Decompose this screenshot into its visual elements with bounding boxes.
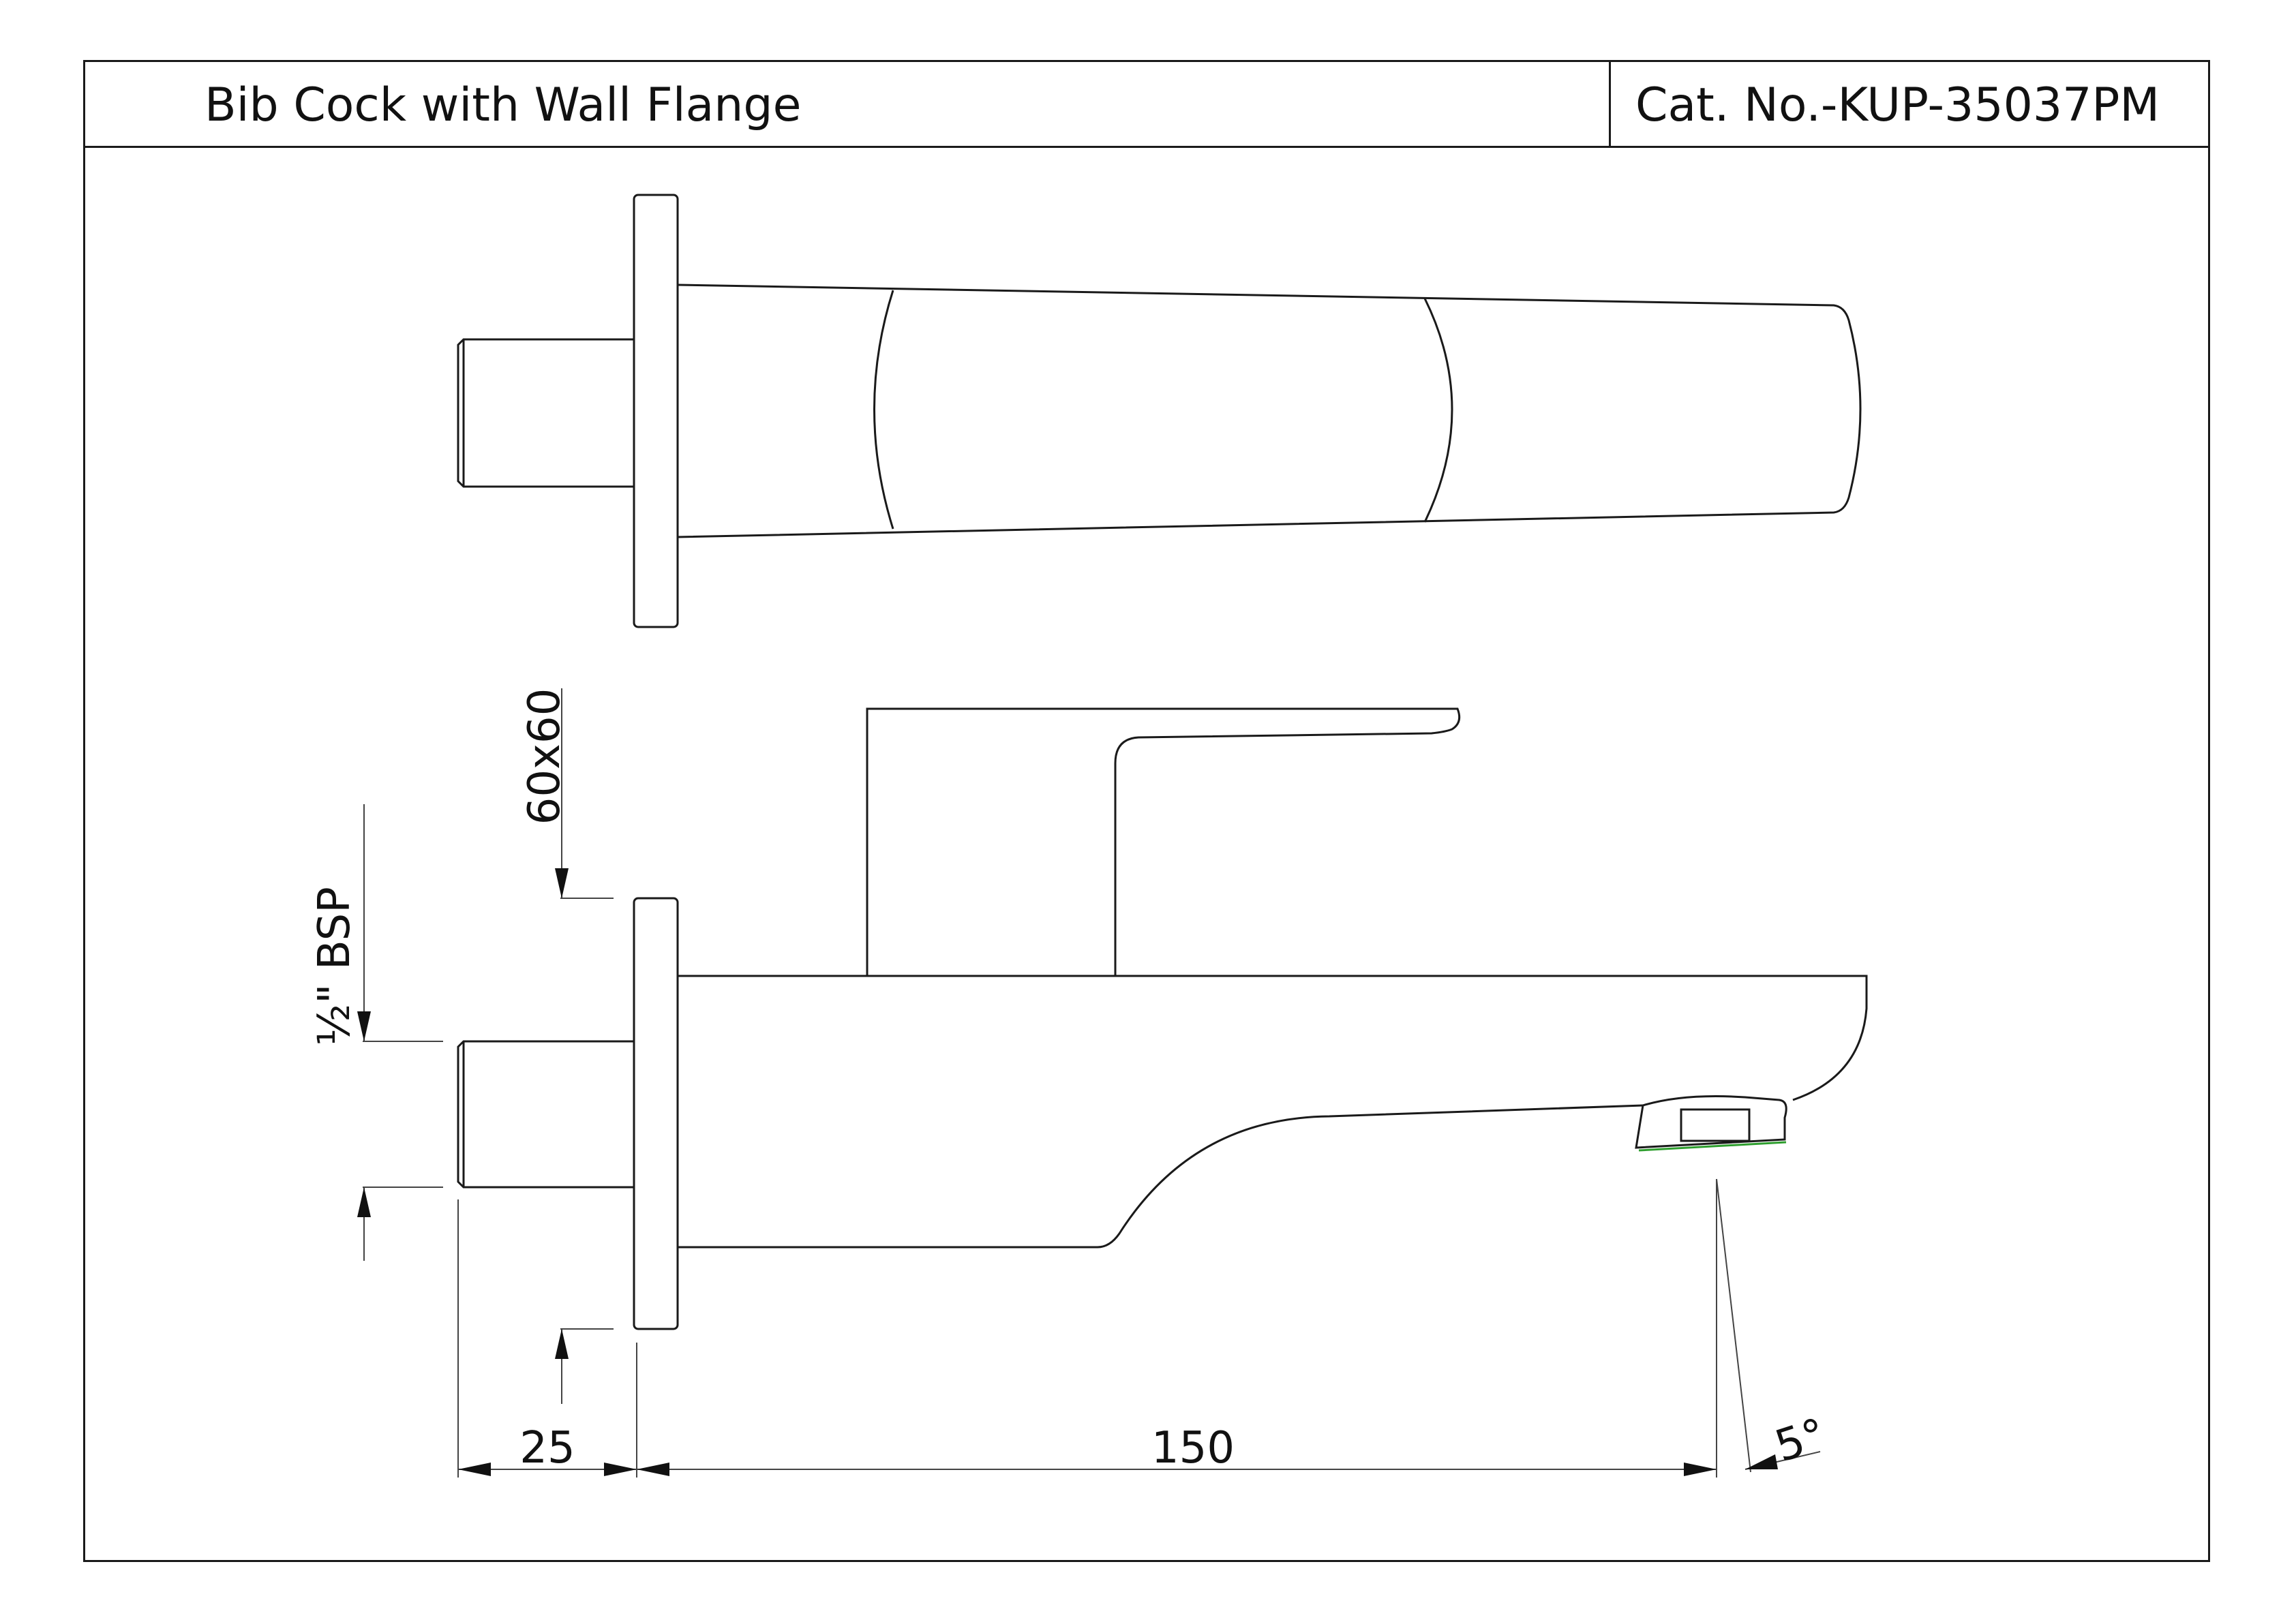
arrow-25-right [604, 1463, 637, 1476]
top-view [457, 194, 1862, 628]
arrow-25-left [458, 1463, 491, 1476]
spout-body [678, 975, 1868, 1249]
side-view [457, 707, 1868, 1330]
arrow-flange-top [555, 868, 569, 898]
arrow-thread-bottom [357, 1187, 371, 1217]
arrow-flange-bottom [555, 1329, 569, 1359]
title-block: Bib Cock with Wall Flange Cat. No.-KUP-3… [85, 62, 2208, 148]
thread-size-label: ½" BSP [309, 887, 360, 1046]
top-flange [633, 194, 679, 628]
arrow-150-left [637, 1463, 669, 1476]
arrow-thread-top [357, 1011, 371, 1041]
top-thread-inlet [457, 338, 634, 488]
side-flange [633, 897, 679, 1330]
catalog-cell: Cat. No.-KUP-35037PM [1611, 62, 2208, 146]
lever-handle [866, 707, 1461, 976]
aerator-accent-line [1638, 1141, 1787, 1152]
top-handle-left-curve [873, 290, 894, 530]
top-body-outline [677, 284, 1862, 538]
title-cell: Bib Cock with Wall Flange [85, 62, 1611, 146]
thread-length-label: 25 [519, 1423, 575, 1473]
arrowheads [357, 868, 1778, 1476]
drawing-frame: Bib Cock with Wall Flange Cat. No.-KUP-3… [83, 60, 2210, 1562]
top-handle-right-curve [1423, 298, 1453, 523]
flange-size-label: 60x60 [519, 688, 570, 825]
spout-projection-label: 150 [1151, 1423, 1235, 1473]
aerator [1635, 1095, 1787, 1152]
dimension-lines [363, 688, 1821, 1478]
side-thread-inlet [457, 1040, 634, 1189]
arrow-150-right [1684, 1463, 1717, 1476]
product-title: Bib Cock with Wall Flange [205, 78, 802, 132]
catalog-number: Cat. No.-KUP-35037PM [1635, 78, 2160, 132]
arrow-angle [1745, 1454, 1778, 1469]
spout-angle-label: 5° [1769, 1409, 1832, 1473]
